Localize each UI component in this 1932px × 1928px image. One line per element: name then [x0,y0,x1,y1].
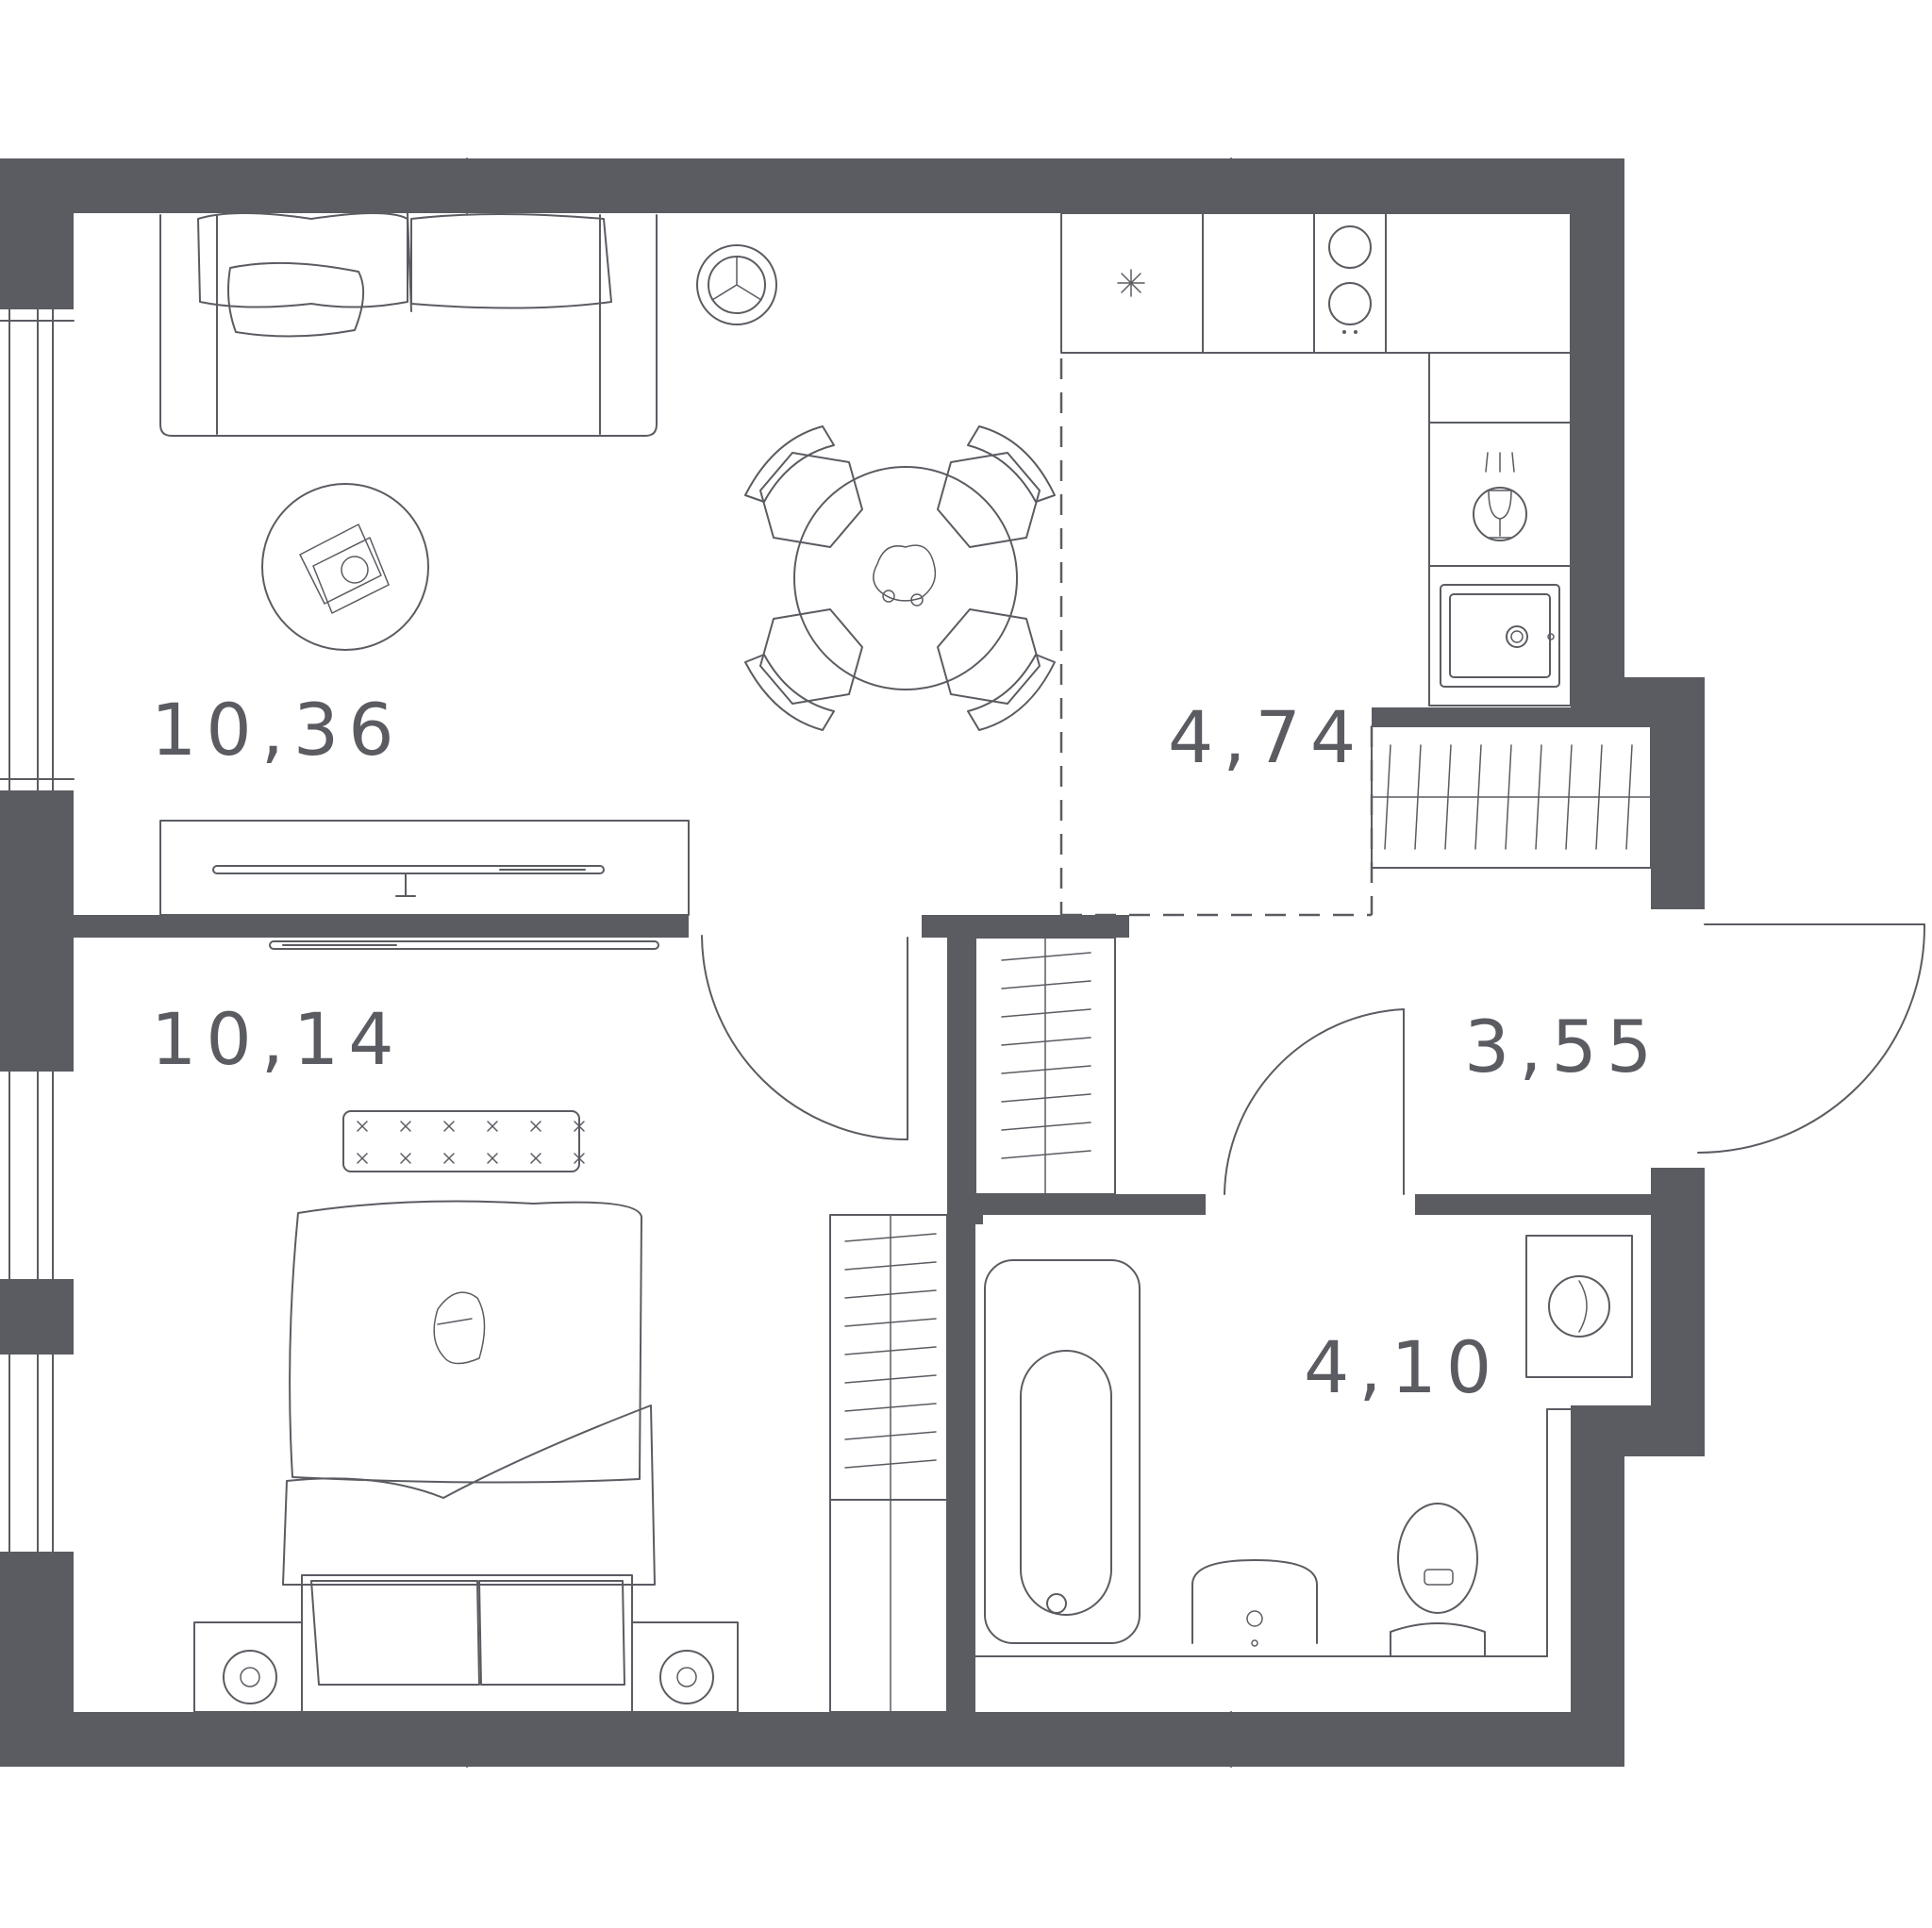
toilet [1390,1503,1486,1657]
cross-mark [574,1153,585,1164]
dining-table [793,466,1018,690]
hanger-line [1001,980,1091,989]
hanger-line [1001,1122,1091,1131]
area-kitchen: 4,74 [1168,695,1365,779]
dining-chair-se [937,608,1056,731]
hanger-line [1001,1093,1091,1103]
hanger-line [1444,744,1452,850]
hanger-line [844,1346,937,1355]
dining-chair-nw [744,425,863,548]
dining-chair-ne [937,425,1056,548]
closet-hallway [1371,725,1652,869]
hanger-line [1535,744,1542,850]
entrance-door [1697,923,1926,1154]
hanger-line [1625,744,1633,850]
hanger-line [1001,1150,1091,1159]
hanger-line [1505,744,1512,850]
hanger-line [844,1459,937,1469]
wardrobe-bedroom [829,1214,948,1713]
hanger-line [844,1431,937,1440]
nightstand-right [631,1621,739,1713]
hanger-line [1001,1037,1091,1046]
hanger-line [1595,744,1603,850]
tv-bedroom [269,940,659,950]
washing-machine [1525,1235,1633,1378]
walls [0,158,1705,1767]
kitchen-zone-boundary [1059,358,1374,917]
hanger-line [1001,952,1091,961]
cross-mark [443,1153,455,1164]
cross-mark [530,1121,541,1132]
window-top-marks [466,158,1232,1768]
dining-chair-sw [744,608,863,731]
hanger-line [844,1289,937,1299]
window-left-middle [8,1071,54,1280]
bathroom-door [1224,1008,1405,1195]
washbasin [1191,1559,1318,1647]
fridge-snowflake-icon [1117,269,1145,297]
bed [282,1200,656,1713]
lamp [696,244,777,325]
hanger-line [844,1403,937,1412]
cross-mark [530,1153,541,1164]
kitchen-sink-icon [1440,584,1560,688]
cross-mark [487,1153,498,1164]
hanger-line [1001,1065,1091,1074]
hanger-line [1565,744,1573,850]
bathroom-inner-walls [974,1408,1652,1657]
area-labels: 10,36 4,74 3,55 10,14 4,10 [151,688,1661,1409]
dishwasher-icon [1473,452,1527,541]
cross-mark [400,1121,411,1132]
area-bedroom: 10,14 [151,997,404,1081]
area-living: 10,36 [151,688,404,772]
area-bathroom: 4,10 [1304,1325,1501,1409]
area-hall: 3,55 [1464,1005,1661,1089]
tv-stand [159,820,690,916]
bedroom-door [701,935,908,1140]
coffee-table [261,483,429,651]
cooktop-icon [1328,225,1372,334]
wardrobe-hall [974,937,1116,1195]
hanger-line [1001,1008,1091,1018]
hanger-line [844,1261,937,1271]
hanger-line [1384,744,1391,850]
hanger-line [1474,744,1482,850]
hanger-line [844,1233,937,1242]
window-left-upper [0,308,75,791]
nightstand-left [193,1621,303,1713]
cross-mark [357,1153,368,1164]
sofa [159,212,658,437]
kitchen-counter [1060,212,1572,706]
cross-mark [487,1121,498,1132]
bench-with-cushions [342,1110,585,1172]
cross-mark [574,1121,585,1132]
bathtub [984,1259,1141,1644]
cross-mark [443,1121,455,1132]
cross-mark [400,1153,411,1164]
hanger-line [844,1374,937,1384]
cross-mark [357,1121,368,1132]
window-left-lower [8,1354,54,1553]
hanger-line [1414,744,1422,850]
hanger-line [844,1318,937,1327]
